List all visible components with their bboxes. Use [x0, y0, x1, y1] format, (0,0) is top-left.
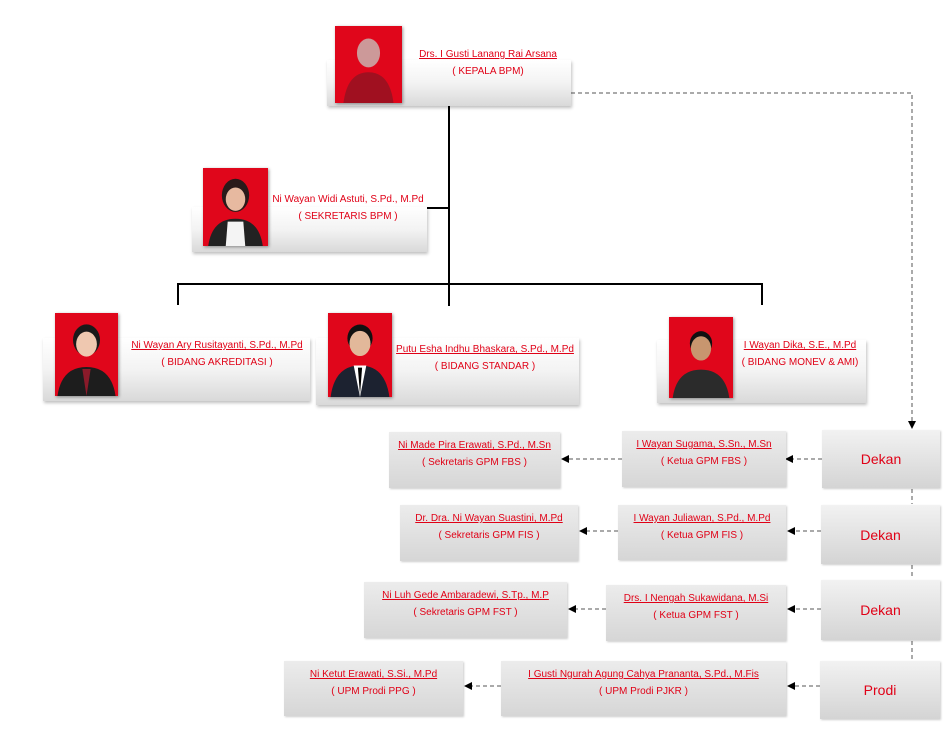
sekretaris-fst-role: ( Sekretaris GPM FST ) [413, 607, 518, 618]
akreditasi-text: Ni Wayan Ary Rusitayanti, S.Pd., M.Pd ( … [122, 337, 312, 371]
connector-line [427, 207, 449, 209]
monev-role: ( BIDANG MONEV & AMI) [741, 357, 859, 368]
unit-dekan-fis[interactable]: Dekan [821, 505, 940, 564]
upm-ppg-name: Ni Ketut Erawati, S.Si., M.Pd [309, 669, 438, 680]
monev-photo [669, 317, 733, 398]
sekretaris-text: Ni Wayan Widi Astuti, S.Pd., M.Pd ( SEKR… [268, 191, 428, 225]
sekretaris-fis-box[interactable]: Dr. Dra. Ni Wayan Suastini, M.Pd ( Sekre… [400, 505, 578, 561]
sekretaris-fst-box[interactable]: Ni Luh Gede Ambaradewi, S.Tp., M.P ( Sek… [364, 582, 567, 638]
ketua-fis-role: ( Ketua GPM FIS ) [660, 530, 744, 541]
ketua-pjkr-role: ( UPM Prodi PJKR ) [599, 686, 688, 697]
kepala-role: ( KEPALA BPM) [452, 66, 524, 77]
ketua-fis-name: I Wayan Juliawan, S.Pd., M.Pd [633, 513, 771, 524]
standar-photo [328, 313, 392, 397]
upm-ppg-role: ( UPM Prodi PPG ) [331, 686, 416, 697]
kepala-photo [335, 26, 402, 103]
unit-dekan-fbs[interactable]: Dekan [822, 430, 940, 488]
unit-prodi[interactable]: Prodi [820, 661, 940, 719]
sekretaris-photo [203, 168, 268, 246]
ketua-pjkr-name: I Gusti Ngurah Agung Cahya Prananta, S.P… [528, 669, 759, 680]
ketua-fst-box[interactable]: Drs. I Nengah Sukawidana, M.Si ( Ketua G… [606, 585, 786, 641]
ketua-pjkr-box[interactable]: I Gusti Ngurah Agung Cahya Prananta, S.P… [501, 661, 786, 716]
akreditasi-photo [55, 313, 118, 396]
monev-name[interactable]: I Wayan Dika, S.E., M.Pd [743, 340, 857, 351]
sekretaris-fbs-name: Ni Made Pira Erawati, S.Pd., M.Sn [398, 440, 551, 451]
sekretaris-role: ( SEKRETARIS BPM ) [298, 211, 398, 222]
akreditasi-role: ( BIDANG AKREDITASI ) [161, 357, 273, 368]
connector-line [177, 283, 763, 285]
sekretaris-fbs-box[interactable]: Ni Made Pira Erawati, S.Pd., M.Sn ( Sekr… [389, 432, 560, 488]
kepala-text: Drs. I Gusti Lanang Rai Arsana ( KEPALA … [405, 46, 571, 80]
sekretaris-fis-role: ( Sekretaris GPM FIS ) [438, 530, 540, 541]
ketua-fbs-box[interactable]: I Wayan Sugama, S.Sn., M.Sn ( Ketua GPM … [622, 431, 786, 487]
sekretaris-fst-name: Ni Luh Gede Ambaradewi, S.Tp., M.P [382, 590, 549, 601]
ketua-fis-box[interactable]: I Wayan Juliawan, S.Pd., M.Pd ( Ketua GP… [618, 505, 786, 560]
unit-dekan-fst[interactable]: Dekan [821, 580, 940, 640]
connector-line [177, 283, 179, 305]
kepala-name[interactable]: Drs. I Gusti Lanang Rai Arsana [419, 49, 557, 60]
sekretaris-fis-name: Dr. Dra. Ni Wayan Suastini, M.Pd [415, 513, 563, 524]
sekretaris-fbs-role: ( Sekretaris GPM FBS ) [421, 457, 527, 468]
ketua-fbs-name: I Wayan Sugama, S.Sn., M.Sn [636, 439, 772, 450]
standar-text: Putu Esha Indhu Bhaskara, S.Pd., M.Pd ( … [392, 341, 578, 375]
sekretaris-name: Ni Wayan Widi Astuti, S.Pd., M.Pd [272, 194, 424, 205]
connector-line [448, 106, 450, 306]
akreditasi-name[interactable]: Ni Wayan Ary Rusitayanti, S.Pd., M.Pd [131, 340, 303, 351]
upm-ppg-box[interactable]: Ni Ketut Erawati, S.Si., M.Pd ( UPM Prod… [284, 661, 463, 716]
ketua-fst-name: Drs. I Nengah Sukawidana, M.Si [623, 593, 769, 604]
standar-role: ( BIDANG STANDAR ) [434, 361, 536, 372]
standar-name[interactable]: Putu Esha Indhu Bhaskara, S.Pd., M.Pd [396, 344, 574, 355]
ketua-fst-role: ( Ketua GPM FST ) [653, 610, 739, 621]
monev-text: I Wayan Dika, S.E., M.Pd ( BIDANG MONEV … [733, 337, 867, 371]
ketua-fbs-role: ( Ketua GPM FBS ) [660, 456, 748, 467]
connector-line [761, 283, 763, 305]
